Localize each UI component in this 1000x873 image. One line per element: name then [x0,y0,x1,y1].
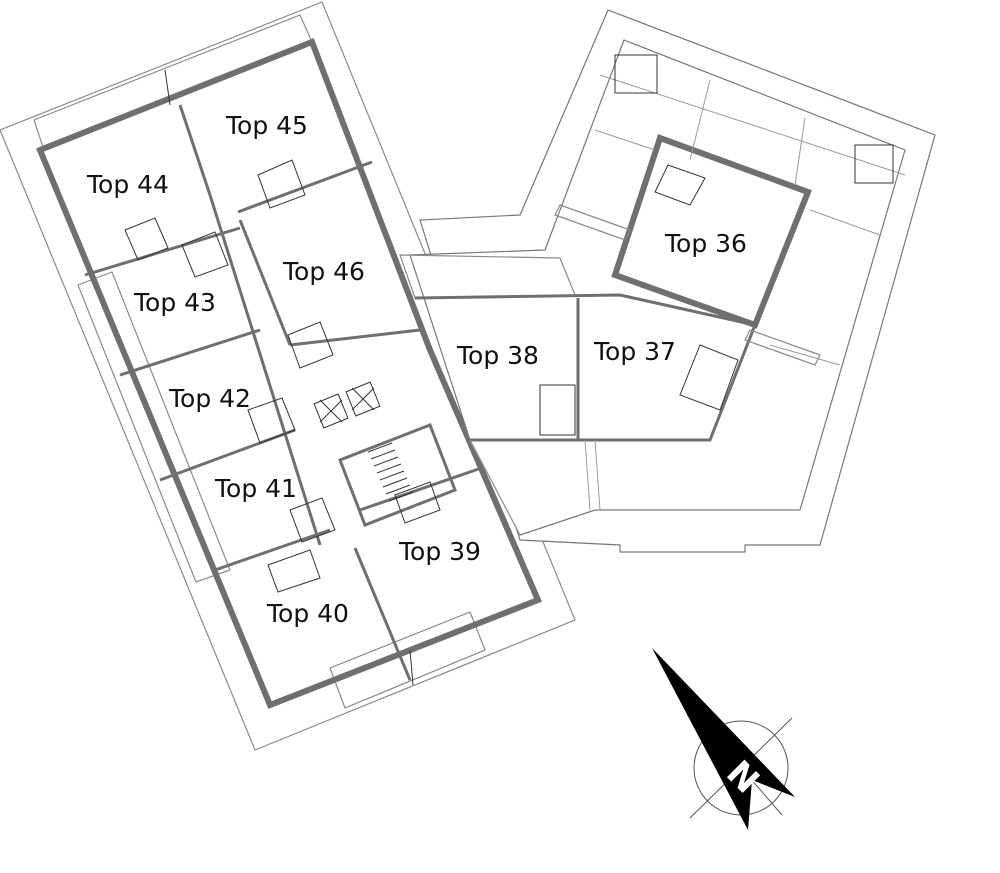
left-wing [0,1,576,751]
bridge-36-37 [744,329,821,366]
bath-43 [181,231,229,278]
bath-39 [394,481,441,524]
room-label-top-40: Top 40 [266,599,349,628]
room-label-top-39: Top 39 [398,537,481,566]
north-arrow-icon: N [652,648,795,830]
partition-44-45 [178,104,212,196]
bath-45 [257,159,306,209]
room-label-top-42: Top 42 [168,384,251,413]
partition-45-46 [237,160,373,214]
partition-44-43 [84,226,241,277]
lift-cross-1b [319,399,343,423]
room-label-top-36: Top 36 [664,229,747,258]
room-label-top-45: Top 45 [225,111,308,140]
bath-42 [247,397,296,444]
roof-hatch-2 [614,54,658,94]
partition-40-39 [353,547,412,681]
north-arrow-needle [652,648,795,830]
bath-37 [679,344,739,411]
bath-41 [289,497,336,543]
partition-43-42 [119,328,261,377]
partition-41-40 [214,528,331,572]
room-label-top-38: Top 38 [456,341,539,370]
bath-40 [267,549,321,593]
bath-38 [539,384,576,436]
room-labels: Top 44 Top 45 Top 46 Top 43 Top 42 Top 4… [86,111,747,628]
lift-cross-2b [351,387,375,411]
corridor-wall-left [208,194,322,546]
partition-46-core [289,328,421,347]
room-label-top-41: Top 41 [214,474,297,503]
corridor-wall-right [238,219,292,346]
bath-44 [124,217,169,261]
left-wing-exterior-wall [36,38,542,709]
bottom-balcony-band [329,611,486,709]
window-mark-top [164,69,171,106]
bridge-36-38 [554,204,631,241]
stair-core [338,423,457,527]
roof-hatch-1 [854,144,894,184]
apartment-36-walls [611,134,812,329]
room-label-top-46: Top 46 [282,257,365,286]
right-wing [399,9,936,553]
left-balcony-band [77,271,231,583]
room-label-top-37: Top 37 [593,337,676,366]
lift-shaft-2 [345,381,381,417]
left-wing-site-outline [0,1,576,751]
partition-39-core [359,463,491,512]
stair-treads [367,442,414,502]
lift-shaft-1 [313,393,349,429]
terrace-grid [469,74,906,536]
room-label-top-43: Top 43 [133,288,216,317]
bath-46 [287,321,334,369]
room-label-top-44: Top 44 [86,170,169,199]
bath-36 [654,164,706,206]
window-mark-bottom [409,649,414,686]
